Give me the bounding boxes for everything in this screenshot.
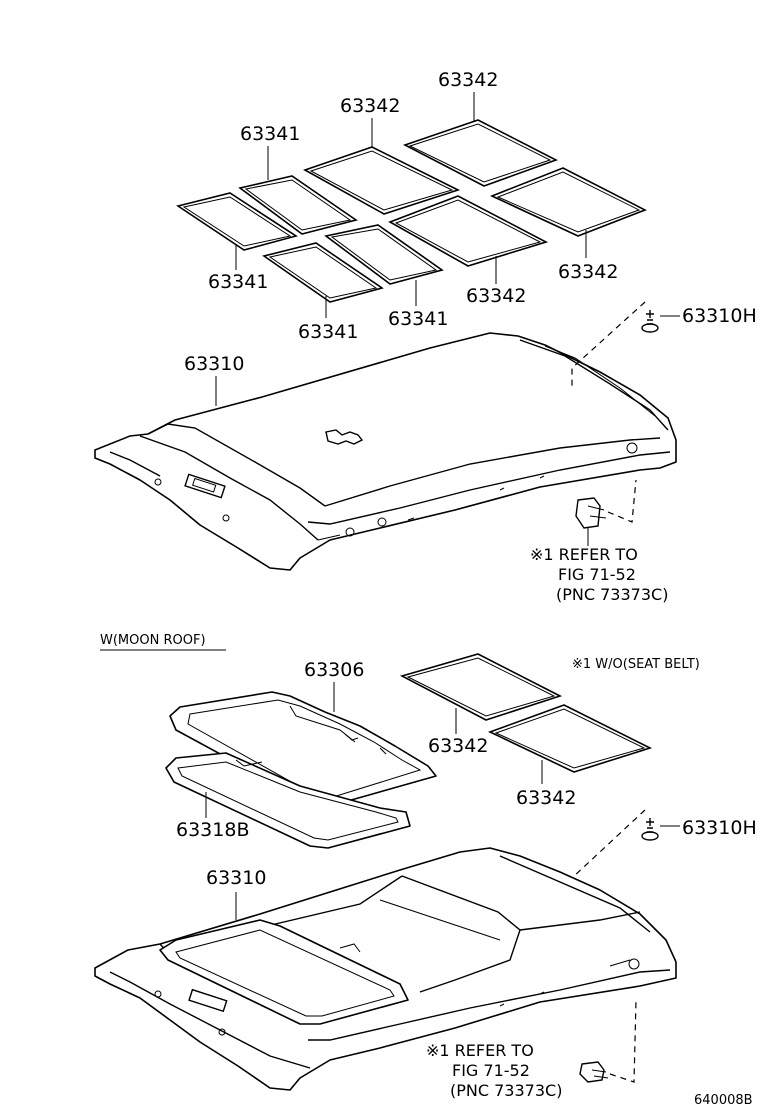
- label-63310h-top: 63310H: [682, 305, 757, 327]
- label-63342-top-right: 63342: [438, 69, 498, 91]
- section-title-moon-roof: W(MOON ROOF): [100, 633, 206, 648]
- refer-note-bottom-line1: ※1 REFER TO: [426, 1041, 534, 1060]
- pad-63342-middle[interactable]: [303, 146, 461, 215]
- label-63341-upper: 63341: [240, 123, 300, 145]
- label-63318b: 63318B: [176, 819, 249, 841]
- upper-leader-lines: [215, 92, 587, 406]
- retainer-clip-top[interactable]: [575, 479, 637, 546]
- label-63310-bottom: 63310: [206, 867, 266, 889]
- refer-note-top-line2: FIG 71-52: [558, 565, 636, 584]
- pad-63342-top-right[interactable]: [402, 119, 559, 187]
- clip-63310h-top[interactable]: [641, 310, 680, 333]
- note-labels: ※1 REFER TO FIG 71-52 (PNC 73373C) W(MOO…: [100, 545, 700, 1100]
- label-63342-moonroof-lower: 63342: [516, 787, 576, 809]
- figure-code: 640008B: [694, 1093, 753, 1108]
- label-63341-lower-left: 63341: [298, 321, 358, 343]
- label-63341-left: 63341: [208, 271, 268, 293]
- pad-63341-left[interactable]: [176, 192, 298, 251]
- label-63341-lower-mid: 63341: [388, 308, 448, 330]
- retainer-clip-bottom[interactable]: [579, 999, 637, 1083]
- refer-note-top-line1: ※1 REFER TO: [530, 545, 638, 564]
- pad-63342-moonroof-lower[interactable]: [487, 704, 653, 773]
- moonroof-pads-group: [399, 653, 653, 773]
- label-63342-right: 63342: [558, 261, 618, 283]
- sunshade-63306[interactable]: [169, 691, 437, 807]
- clip-63310h-bottom[interactable]: [641, 818, 680, 841]
- pad-63341-lower-left[interactable]: [262, 242, 384, 303]
- refer-note-bottom-line3: (PNC 73373C): [450, 1081, 562, 1100]
- label-63342-middle: 63342: [340, 95, 400, 117]
- frame-63318b[interactable]: [165, 752, 411, 849]
- label-63310-top: 63310: [184, 353, 244, 375]
- headliner-63310-bottom[interactable]: [94, 847, 677, 1091]
- pad-63342-center[interactable]: [388, 195, 549, 267]
- headliner-63310-top[interactable]: [94, 332, 677, 571]
- upper-pads-group: [176, 119, 647, 303]
- label-63306: 63306: [304, 659, 364, 681]
- label-63310h-bottom: 63310H: [682, 817, 757, 839]
- refer-note-top-line3: (PNC 73373C): [556, 585, 668, 604]
- pad-63341-upper[interactable]: [238, 175, 358, 235]
- label-63342-moonroof-upper: 63342: [428, 735, 488, 757]
- label-63342-center: 63342: [466, 285, 526, 307]
- pad-63341-lower-mid[interactable]: [324, 224, 444, 285]
- note-without-seat-belt: ※1 W/O(SEAT BELT): [572, 657, 700, 672]
- refer-note-bottom-line2: FIG 71-52: [452, 1061, 530, 1080]
- pad-63342-moonroof-upper[interactable]: [399, 653, 563, 721]
- part-number-labels: 63342 63342 63341 63341 63341 63341 6334…: [176, 69, 757, 1108]
